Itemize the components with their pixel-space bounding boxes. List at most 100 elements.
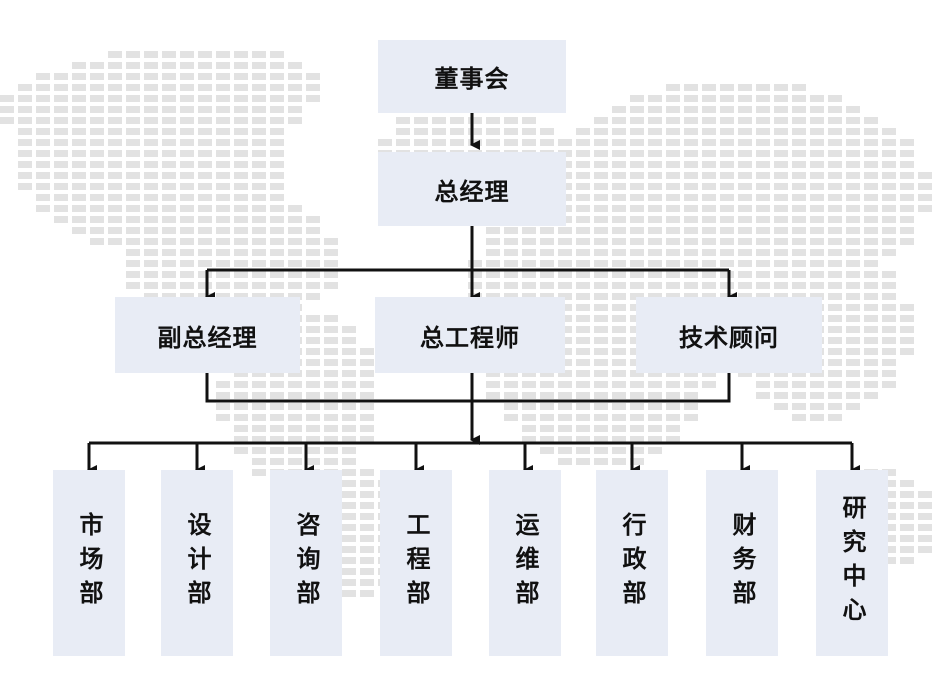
map-dot bbox=[594, 183, 608, 190]
map-dot bbox=[180, 249, 194, 256]
map-dot bbox=[846, 260, 860, 267]
map-dot bbox=[558, 392, 572, 399]
map-dot bbox=[360, 436, 374, 443]
map-dot bbox=[612, 293, 626, 300]
map-dot bbox=[126, 139, 140, 146]
map-dot bbox=[684, 95, 698, 102]
map-dot bbox=[756, 150, 770, 157]
map-dot bbox=[522, 227, 536, 234]
map-dot bbox=[36, 117, 50, 124]
map-dot bbox=[738, 293, 752, 300]
map-dot bbox=[738, 161, 752, 168]
map-dot bbox=[576, 304, 590, 311]
map-dot bbox=[900, 205, 914, 212]
map-dot bbox=[612, 172, 626, 179]
map-dot bbox=[576, 436, 590, 443]
map-dot bbox=[540, 381, 554, 388]
map-dot bbox=[342, 579, 356, 586]
map-dot bbox=[360, 480, 374, 487]
map-dot bbox=[720, 106, 734, 113]
map-dot bbox=[846, 392, 860, 399]
map-dot bbox=[684, 183, 698, 190]
map-dot bbox=[720, 238, 734, 245]
map-dot bbox=[252, 128, 266, 135]
map-dot bbox=[360, 546, 374, 553]
map-dot bbox=[882, 216, 896, 223]
map-dot bbox=[162, 282, 176, 289]
map-dot bbox=[108, 139, 122, 146]
map-dot bbox=[846, 403, 860, 410]
map-dot bbox=[882, 293, 896, 300]
map-dot bbox=[702, 238, 716, 245]
map-dot bbox=[306, 95, 320, 102]
map-dot bbox=[306, 227, 320, 234]
map-dot bbox=[486, 271, 500, 278]
map-dot bbox=[828, 216, 842, 223]
map-dot bbox=[792, 370, 806, 377]
map-dot bbox=[234, 436, 248, 443]
map-dot bbox=[666, 139, 680, 146]
map-dot bbox=[504, 381, 518, 388]
map-dot bbox=[792, 172, 806, 179]
map-dot bbox=[198, 84, 212, 91]
map-dot bbox=[342, 590, 356, 597]
map-dot bbox=[414, 128, 428, 135]
map-dot bbox=[72, 139, 86, 146]
map-dot bbox=[234, 128, 248, 135]
map-dot bbox=[540, 293, 554, 300]
map-dot bbox=[162, 293, 176, 300]
map-dot bbox=[828, 370, 842, 377]
map-dot bbox=[522, 282, 536, 289]
map-dot bbox=[684, 84, 698, 91]
map-dot bbox=[900, 513, 914, 520]
map-dot bbox=[630, 150, 644, 157]
map-dot bbox=[684, 381, 698, 388]
map-dot bbox=[126, 117, 140, 124]
map-dot bbox=[774, 260, 788, 267]
map-dot bbox=[360, 359, 374, 366]
map-dot bbox=[288, 392, 302, 399]
map-dot bbox=[342, 381, 356, 388]
chief-engineer-label: 总工程师 bbox=[420, 323, 520, 352]
map-dot bbox=[396, 128, 410, 135]
map-dot bbox=[180, 62, 194, 69]
map-dot bbox=[846, 271, 860, 278]
map-dot bbox=[864, 370, 878, 377]
department-administration-label: 行政部 bbox=[618, 512, 646, 614]
map-dot bbox=[774, 161, 788, 168]
map-dot bbox=[792, 392, 806, 399]
map-dot bbox=[900, 524, 914, 531]
map-dot bbox=[414, 139, 428, 146]
map-dot bbox=[558, 381, 572, 388]
map-dot bbox=[522, 139, 536, 146]
map-dot bbox=[792, 205, 806, 212]
map-dot bbox=[234, 216, 248, 223]
map-dot bbox=[720, 205, 734, 212]
map-dot bbox=[504, 260, 518, 267]
map-dot bbox=[216, 282, 230, 289]
map-dot bbox=[774, 183, 788, 190]
map-dot bbox=[270, 403, 284, 410]
map-dot bbox=[54, 95, 68, 102]
map-dot bbox=[918, 524, 932, 531]
map-dot bbox=[576, 238, 590, 245]
map-dot bbox=[522, 249, 536, 256]
map-dot bbox=[144, 73, 158, 80]
map-dot bbox=[630, 161, 644, 168]
map-dot bbox=[684, 403, 698, 410]
map-dot bbox=[522, 238, 536, 245]
map-dot bbox=[108, 128, 122, 135]
map-dot bbox=[900, 480, 914, 487]
map-dot bbox=[270, 381, 284, 388]
map-dot bbox=[306, 425, 320, 432]
map-dot bbox=[306, 260, 320, 267]
department-marketing-box: 市场部 bbox=[53, 470, 125, 656]
map-dot bbox=[18, 84, 32, 91]
map-dot bbox=[594, 370, 608, 377]
map-dot bbox=[162, 106, 176, 113]
map-dot bbox=[846, 139, 860, 146]
map-dot bbox=[270, 238, 284, 245]
map-dot bbox=[288, 227, 302, 234]
map-dot bbox=[324, 315, 338, 322]
map-dot bbox=[882, 370, 896, 377]
